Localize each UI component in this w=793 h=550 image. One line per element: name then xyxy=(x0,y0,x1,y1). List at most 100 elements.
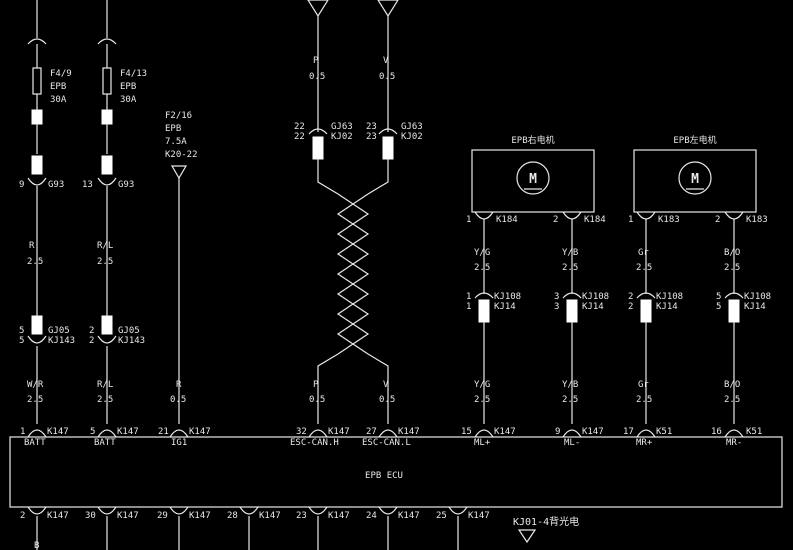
wire-size: 2.5 xyxy=(724,395,740,405)
ecu-pin-number: 5 xyxy=(90,427,95,437)
ecu-pin-number: 21 xyxy=(158,427,169,437)
twisted-pair-icon xyxy=(336,193,370,355)
ecu-pin-label: BATT xyxy=(94,438,116,448)
motor-glyph: M xyxy=(529,172,537,187)
pin-number: 23 xyxy=(366,132,377,142)
terminal-icon xyxy=(101,315,113,335)
ecu-pin-label: BATT xyxy=(24,438,46,448)
connector-socket-icon xyxy=(378,128,398,135)
wire-size: 0.5 xyxy=(309,395,325,405)
ecu-pin-conn: K147 xyxy=(117,511,139,521)
motor-title: EPB右电机 xyxy=(511,134,554,146)
ecu-pin-conn: K147 xyxy=(468,511,490,521)
ecu-pin-label: ML- xyxy=(564,438,580,448)
wire-size: 0.5 xyxy=(170,395,186,405)
epb-ecu-box xyxy=(9,436,783,508)
ecu-pin-number: 1 xyxy=(20,427,25,437)
twisted-pair-top xyxy=(317,159,389,195)
ecu-pin-number: 27 xyxy=(366,427,377,437)
right-motor-box xyxy=(471,149,595,213)
ecu-pin-conn: K147 xyxy=(582,427,604,437)
motor-icon xyxy=(678,161,712,195)
wire-size: 2.5 xyxy=(562,263,578,273)
wire-size: 2.5 xyxy=(27,257,43,267)
motor-title: EPB左电机 xyxy=(673,134,716,146)
connector-socket-icon xyxy=(636,292,656,299)
fuse-f4-13-icon xyxy=(102,67,112,95)
pin-number: 13 xyxy=(82,180,93,190)
connector-id: K183 xyxy=(658,215,680,225)
wire-size: 2.5 xyxy=(724,263,740,273)
ecu-pin-conn: K147 xyxy=(117,427,139,437)
wire-color: Gr xyxy=(638,380,649,390)
can-l-arrow-icon xyxy=(377,0,399,18)
ecu-pin-conn: K147 xyxy=(398,427,420,437)
wire-color: Y/B xyxy=(562,248,578,258)
connector-id: KJ14 xyxy=(656,302,678,312)
connector-socket-icon xyxy=(27,177,47,186)
wire-color: R/L xyxy=(97,380,113,390)
connector-id: GJ05 xyxy=(118,326,140,336)
ecu-pin-number: 15 xyxy=(461,427,472,437)
connector-id: K184 xyxy=(496,215,518,225)
wire-size: 2.5 xyxy=(27,395,43,405)
fuse-connector: K20-22 xyxy=(165,150,198,160)
wire-color: B/O xyxy=(724,380,740,390)
connector-id: KJ108 xyxy=(582,292,609,302)
connector-socket-icon xyxy=(97,335,117,344)
ecu-pin-number: 9 xyxy=(555,427,560,437)
pin-number: 23 xyxy=(366,122,377,132)
ecu-pin-conn: K147 xyxy=(47,511,69,521)
wire-size: 2.5 xyxy=(97,395,113,405)
terminal-icon xyxy=(566,299,578,323)
ecu-pin-conn: K147 xyxy=(494,427,516,437)
motor-icon xyxy=(516,161,550,195)
ecu-pin-conn: K147 xyxy=(189,427,211,437)
ecu-pin-number: 28 xyxy=(227,511,238,521)
pin-number: 22 xyxy=(294,132,305,142)
ground-arrow-icon xyxy=(170,165,188,180)
pin-number: 2 xyxy=(553,215,558,225)
ecu-pin-number: 29 xyxy=(157,511,168,521)
pin-number: 2 xyxy=(89,336,94,346)
ecu-pin-number: 16 xyxy=(711,427,722,437)
ecu-pin-number: 25 xyxy=(436,511,447,521)
wire-color: B/O xyxy=(724,248,740,258)
ecu-bottom-pins xyxy=(27,506,468,515)
pin-number: 3 xyxy=(554,302,559,312)
fuse-label: F4/9 xyxy=(50,69,72,79)
fuse-label: F4/13 xyxy=(120,69,147,79)
fuse-name: EPB xyxy=(50,82,66,92)
ecu-pin-number: 24 xyxy=(366,511,377,521)
ecu-pin-conn: K51 xyxy=(656,427,672,437)
fuse-f4-9-icon xyxy=(32,67,42,95)
pin-number: 2 xyxy=(89,326,94,336)
terminal-icon xyxy=(728,299,740,323)
pin-number: 5 xyxy=(716,302,721,312)
ecu-pin-label: MR+ xyxy=(636,438,653,448)
connector-id: KJ02 xyxy=(401,132,423,142)
backlight-note: KJ01-4背光电 xyxy=(513,515,579,528)
pin-number: 5 xyxy=(19,336,24,346)
connector-socket-icon xyxy=(636,211,656,220)
fuse-rating: 30A xyxy=(120,95,137,105)
connector-id: KJ14 xyxy=(744,302,766,312)
pin-number: 5 xyxy=(716,292,721,302)
wire-size: 2.5 xyxy=(474,263,490,273)
ecu-pin-conn: K147 xyxy=(47,427,69,437)
connector-socket-icon xyxy=(474,292,494,299)
ecu-pin-conn: K147 xyxy=(328,427,350,437)
ecu-pin-label: ESC-CAN.H xyxy=(290,438,339,448)
connector-id: KJ108 xyxy=(656,292,683,302)
pin-number: 22 xyxy=(294,122,305,132)
connector-id: KJ108 xyxy=(744,292,771,302)
terminal-icon xyxy=(312,136,324,160)
connector-id: GJ63 xyxy=(331,122,353,132)
connector-id: GJ05 xyxy=(48,326,70,336)
wire-color: W/R xyxy=(27,380,44,390)
terminal-icon xyxy=(478,299,490,323)
wire-color: R xyxy=(176,380,182,390)
ecu-pin-number: 23 xyxy=(296,511,307,521)
connector-id: K184 xyxy=(584,215,606,225)
